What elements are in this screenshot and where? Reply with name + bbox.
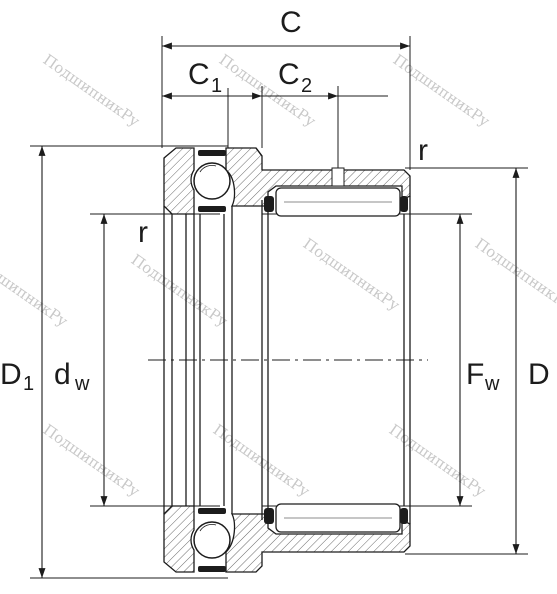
roller-cage-bottom-left — [264, 508, 274, 524]
label-r-top: r — [418, 134, 428, 167]
label-D1: D — [0, 358, 22, 391]
dimension-labels: C C 1 C 2 r r D 1 d w F w D — [0, 6, 550, 395]
watermark-text: ПодшипникРу — [128, 251, 232, 331]
watermark-text: ПодшипникРу — [0, 251, 71, 331]
bearing-upper-half — [163, 147, 411, 217]
label-C2: C — [278, 58, 300, 91]
watermark-text: ПодшипникРу — [390, 51, 494, 131]
extension-lines — [30, 36, 528, 579]
cage-top-lower — [198, 206, 226, 212]
shaft-washer-top — [163, 147, 195, 215]
lube-hole — [331, 167, 345, 187]
watermark-text: ПодшипникРу — [472, 235, 557, 315]
cage-bottom-lower — [198, 566, 226, 572]
label-dw: d — [54, 358, 71, 391]
label-C1-sub: 1 — [211, 75, 222, 97]
bearing-lower-half — [163, 503, 411, 573]
watermark-text: ПодшипникРу — [40, 421, 144, 501]
bearing-body-outlines — [163, 147, 411, 524]
watermark-text: ПодшипникРу — [300, 235, 404, 315]
label-C: C — [280, 6, 302, 39]
ball-top — [193, 162, 231, 200]
roller-cage-top-right — [400, 196, 408, 212]
label-D: D — [528, 358, 550, 391]
dimension-lines — [38, 42, 520, 578]
label-r-left: r — [138, 216, 148, 249]
roller-cage-bottom-right — [400, 508, 408, 524]
ball-top-highlight — [199, 165, 217, 173]
watermark-text: ПодшипникРу — [40, 51, 144, 131]
shaft-washer-bottom — [163, 505, 195, 573]
cage-bottom-upper — [198, 508, 226, 514]
watermark-layer: ПодшипникРу ПодшипникРу ПодшипникРу Подш… — [0, 51, 557, 501]
roller-cage-top-left — [264, 196, 274, 212]
ball-bottom — [193, 521, 231, 559]
watermark-text: ПодшипникРу — [386, 421, 490, 501]
label-C1: C — [188, 58, 210, 91]
label-Fw-sub: w — [484, 373, 500, 395]
outer-ring-top — [225, 147, 411, 207]
label-dw-sub: w — [74, 373, 90, 395]
label-Fw: F — [466, 358, 484, 391]
label-D1-sub: 1 — [23, 373, 34, 395]
cage-top-upper — [198, 150, 226, 156]
ball-bottom-highlight — [199, 524, 217, 532]
label-C2-sub: 2 — [301, 75, 312, 97]
outer-ring-bottom — [225, 513, 411, 573]
